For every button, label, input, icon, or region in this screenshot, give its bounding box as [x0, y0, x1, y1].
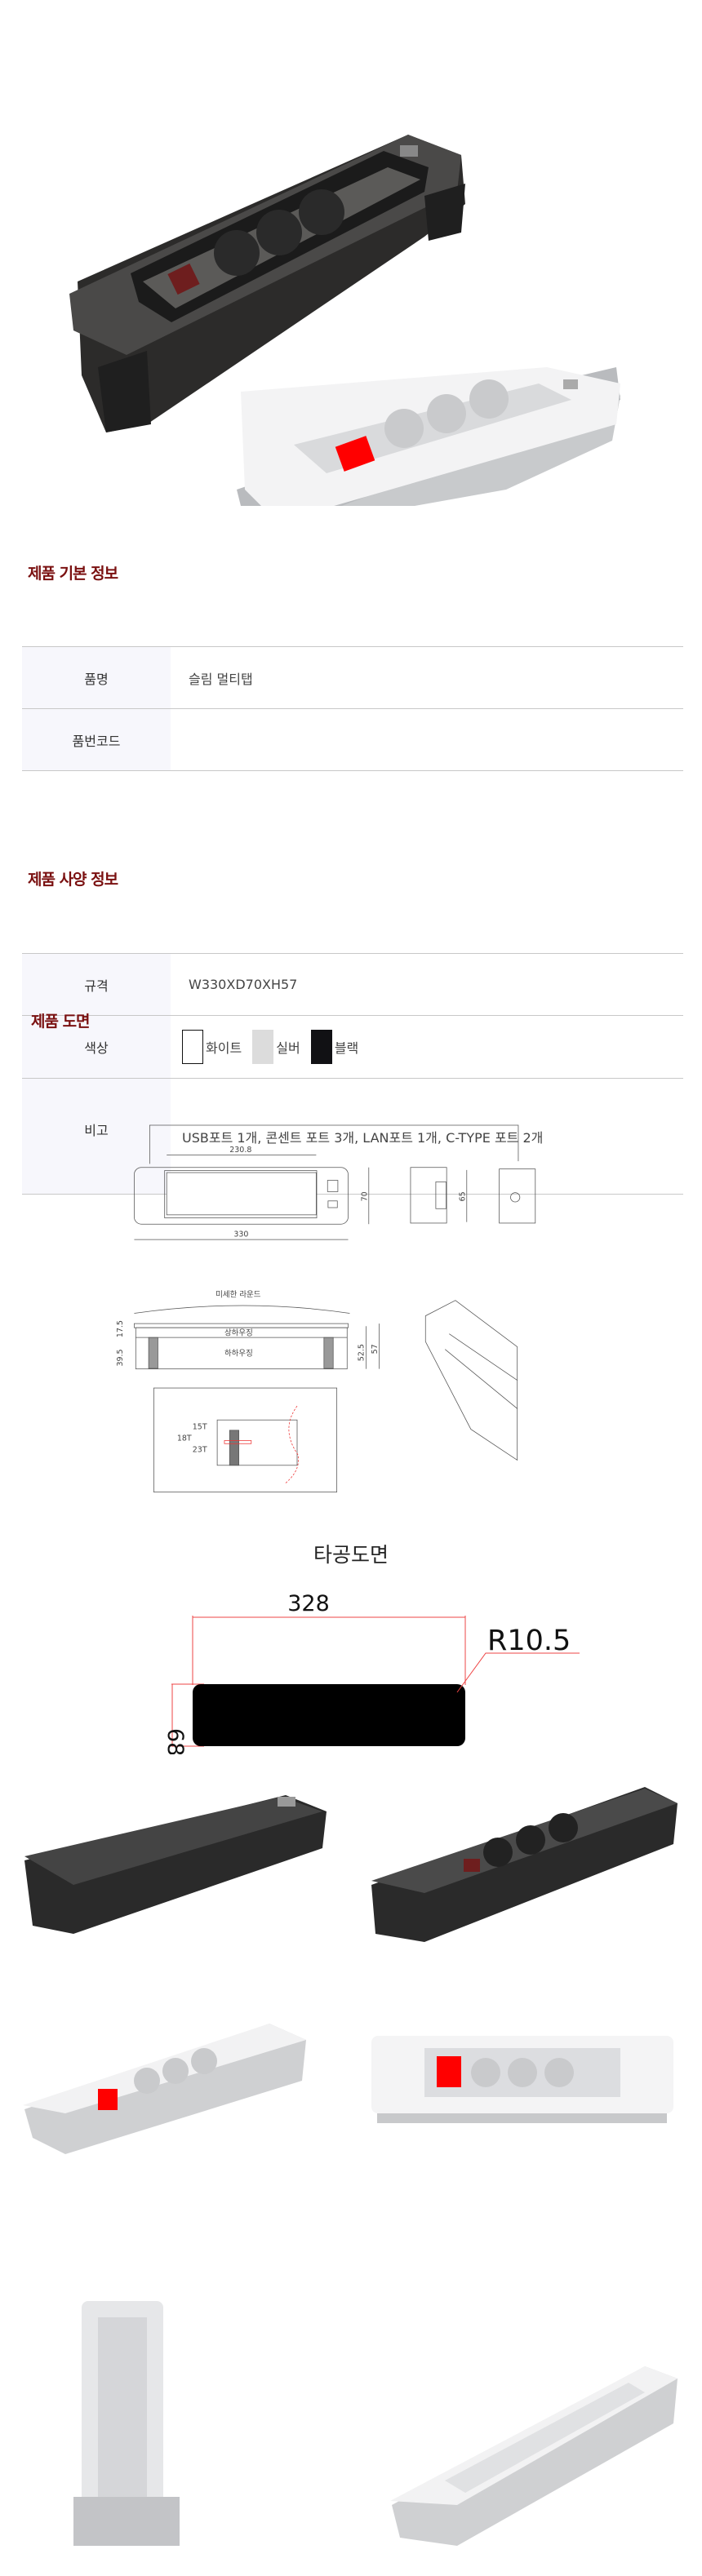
product-photo-gallery	[23, 1787, 678, 2546]
product-code-label: 품번코드	[22, 708, 171, 771]
hero-product-image	[69, 135, 620, 506]
product-name-value: 슬림 멀티탭	[171, 646, 683, 709]
color-swatch-white	[182, 1030, 203, 1064]
photo-white-open-angled	[23, 2024, 306, 2154]
dim-inner-width: 230.8	[229, 1146, 251, 1155]
cutout-width: 328	[287, 1591, 330, 1616]
photo-white-closed-vertical	[73, 2301, 180, 2546]
dim-side-depth: 65	[458, 1191, 467, 1201]
color-name: 실버	[276, 1040, 300, 1056]
thickness-15t: 15T	[193, 1423, 207, 1432]
cutout-drawing: 328 68 R10.5	[162, 1591, 580, 1754]
isometric-view	[424, 1300, 518, 1461]
technical-drawing: 230.8 330 70 65 미세한 라운드 상하우징 하하우징 17.5 3…	[116, 1124, 536, 1493]
product-code-value	[171, 708, 683, 771]
white-multitap-render	[237, 367, 620, 506]
color-swatch-black	[310, 1030, 332, 1064]
mounting-detail: 15T 18T 23T	[153, 1387, 338, 1493]
cutout-shape	[193, 1684, 465, 1746]
spec-info-table: 규격 W330XD70XH57 색상 화이트 실버 블랙 비고 USB포트 1개…	[22, 953, 683, 1195]
dim-h-mid: 52.5	[357, 1344, 366, 1361]
round-note: 미세한 라운드	[215, 1290, 261, 1299]
table-row: 품명 슬림 멀티탭	[22, 646, 683, 709]
table-row: 색상 화이트 실버 블랙	[22, 1015, 683, 1079]
basic-info-title: 제품 기본 정보	[28, 565, 118, 583]
dim-h-lower: 39.5	[116, 1349, 125, 1366]
photo-white-open-front	[371, 2036, 673, 2123]
dim-h-total: 57	[371, 1344, 380, 1354]
table-row: 규격 W330XD70XH57	[22, 953, 683, 1016]
drawing-title: 제품 도면	[31, 1013, 91, 1031]
size-value: W330XD70XH57	[171, 953, 683, 1016]
lower-housing-label: 하하우징	[224, 1349, 253, 1358]
side-view: 미세한 라운드 상하우징 하하우징 17.5 39.5 52.5 57	[116, 1290, 380, 1370]
thickness-18t: 18T	[177, 1434, 192, 1443]
spec-info-title: 제품 사양 정보	[28, 871, 118, 889]
photo-black-closed	[24, 1795, 327, 1934]
dim-depth: 70	[360, 1191, 369, 1201]
color-options: 화이트 실버 블랙	[171, 1015, 683, 1079]
size-label: 규격	[22, 953, 171, 1016]
cutout-title: 타공도면	[313, 1543, 389, 1567]
color-label: 색상	[22, 1015, 171, 1079]
dim-h-upper: 17.5	[116, 1320, 125, 1337]
cutout-radius: R10.5	[487, 1625, 571, 1657]
thickness-23t: 23T	[193, 1445, 207, 1454]
photo-white-closed-angled	[390, 2366, 678, 2546]
black-multitap-render	[69, 135, 465, 432]
photo-black-open	[371, 1787, 678, 1942]
dim-total-width: 330	[233, 1230, 248, 1239]
product-name-label: 품명	[22, 646, 171, 709]
cutout-height: 68	[162, 1728, 188, 1754]
top-view: 230.8 330 70 65	[134, 1124, 536, 1240]
color-swatch-silver	[252, 1030, 274, 1064]
table-row: 품번코드	[22, 708, 683, 771]
color-name: 블랙	[334, 1040, 359, 1056]
color-name: 화이트	[206, 1040, 242, 1056]
note-label: 비고	[22, 1078, 171, 1195]
basic-info-table: 품명 슬림 멀티탭 품번코드	[22, 646, 683, 771]
upper-housing-label: 상하우징	[224, 1329, 253, 1338]
